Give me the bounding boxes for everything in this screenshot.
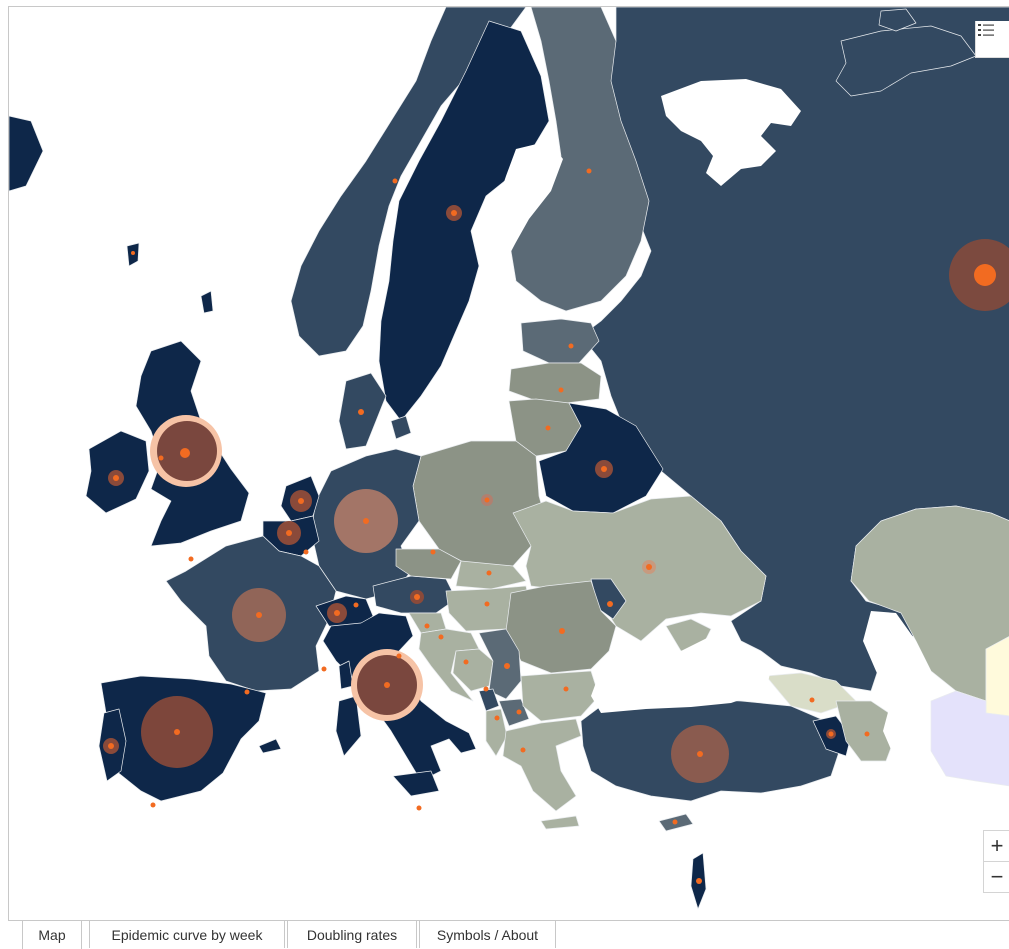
dot-spain [174, 729, 180, 735]
dot-san-marino[interactable] [396, 653, 402, 659]
dot-slovakia[interactable] [486, 570, 492, 576]
dot-switzerland [334, 610, 340, 616]
dot-italy [384, 682, 390, 688]
dot-netherlands [298, 498, 304, 504]
dot-macedonia[interactable] [516, 709, 522, 715]
black-sea [591, 636, 771, 713]
tab-map-label: Map [38, 927, 66, 943]
zoom-in-button[interactable]: + [990, 833, 1004, 858]
dot-faroe[interactable] [131, 251, 135, 255]
tab-doubling-rates[interactable]: Doubling rates [287, 920, 417, 948]
dot-belgium [286, 530, 292, 536]
dot-finland[interactable] [586, 168, 592, 174]
dot-sweden [451, 210, 457, 216]
dot-estonia[interactable] [568, 343, 574, 349]
dot-latvia[interactable] [558, 387, 564, 393]
dot-czechia[interactable] [430, 549, 436, 555]
dot-poland [484, 497, 490, 503]
region-kosovo-mk[interactable] [498, 698, 530, 727]
dot-azerbaijan[interactable] [864, 731, 870, 737]
legend-list-icon [978, 24, 994, 36]
tab-bar: Map Epidemic curve by week Doubling rate… [8, 920, 1009, 949]
dot-montenegro[interactable] [483, 686, 489, 692]
baltic-sea [409, 291, 541, 441]
tab-doubling-rates-label: Doubling rates [306, 927, 398, 943]
dot-armenia [828, 731, 834, 737]
region-uzbekistan[interactable] [985, 636, 1009, 717]
dot-liechtenstein[interactable] [353, 602, 359, 608]
dot-croatia[interactable] [438, 634, 444, 640]
gulf-of-bothnia [479, 141, 563, 291]
dot-ukraine [646, 564, 652, 570]
zoom-out-button[interactable]: − [984, 861, 1009, 892]
dot-hungary[interactable] [484, 601, 490, 607]
dot-andorra[interactable] [244, 689, 250, 695]
dot-channel-islands[interactable] [188, 556, 194, 562]
dot-bosnia[interactable] [463, 659, 469, 665]
dot-romania[interactable] [559, 628, 565, 634]
region-turkmenistan[interactable] [930, 690, 1009, 787]
dot-monaco[interactable] [321, 666, 327, 672]
dot-turkey [697, 751, 703, 757]
region-iceland[interactable] [9, 115, 44, 192]
legend-button[interactable] [975, 21, 1009, 58]
dot-lithuania[interactable] [545, 425, 551, 431]
dot-germany [363, 518, 369, 524]
region-latvia[interactable] [508, 362, 602, 404]
map-view[interactable]: + − [8, 6, 1009, 921]
region-crete [540, 815, 580, 830]
arctic-island-2 [878, 8, 917, 32]
dot-isle-of-man[interactable] [158, 455, 164, 461]
dot-uk [180, 448, 190, 458]
white-sea [661, 79, 801, 186]
region-azerbaijan[interactable] [835, 700, 902, 762]
dot-russia [974, 264, 996, 286]
dot-albania[interactable] [494, 715, 500, 721]
region-bosnia[interactable] [452, 648, 494, 692]
tab-epidemic-curve[interactable]: Epidemic curve by week [89, 920, 285, 948]
region-norway[interactable] [290, 7, 527, 357]
dot-luxembourg[interactable] [303, 549, 309, 555]
region-czechia[interactable] [395, 548, 462, 580]
arctic-island [835, 25, 977, 97]
dot-portugal [108, 743, 114, 749]
tab-symbols-about[interactable]: Symbols / About [419, 920, 556, 948]
zoom-control: + − [983, 830, 1009, 893]
tab-epidemic-curve-label: Epidemic curve by week [111, 927, 263, 943]
map-canvas[interactable] [9, 7, 1009, 921]
region-croatia[interactable] [418, 628, 480, 702]
region-serbia[interactable] [478, 628, 522, 700]
dot-serbia[interactable] [504, 663, 510, 669]
dot-austria [414, 594, 420, 600]
dot-denmark[interactable] [358, 409, 364, 415]
dot-georgia[interactable] [809, 697, 815, 703]
region-slovakia[interactable] [455, 560, 527, 590]
dot-cyprus[interactable] [672, 819, 678, 825]
dot-belarus [601, 466, 607, 472]
dot-bulgaria[interactable] [563, 686, 569, 692]
bubble-layer [103, 168, 1009, 884]
caspian-sea [863, 611, 931, 761]
dot-moldova[interactable] [607, 601, 613, 607]
dot-gibraltar[interactable] [150, 802, 156, 808]
region-estonia[interactable] [520, 318, 600, 364]
tab-map[interactable]: Map [22, 921, 82, 949]
region-finland[interactable] [510, 7, 650, 312]
region-greece[interactable] [502, 718, 582, 812]
dot-israel[interactable] [696, 878, 702, 884]
dot-slovenia[interactable] [424, 623, 430, 629]
region-balearics [258, 738, 282, 754]
region-bulgaria[interactable] [520, 670, 600, 722]
dot-ireland [113, 475, 119, 481]
region-albania[interactable] [485, 708, 508, 757]
dot-norway[interactable] [392, 178, 398, 184]
region-denmark-island [390, 415, 412, 440]
tab-symbols-about-label: Symbols / About [436, 927, 539, 943]
small-island-2 [200, 290, 214, 314]
dot-france [256, 612, 262, 618]
dot-greece[interactable] [520, 747, 526, 753]
region-sicily[interactable] [392, 770, 440, 797]
dot-malta[interactable] [416, 805, 422, 811]
